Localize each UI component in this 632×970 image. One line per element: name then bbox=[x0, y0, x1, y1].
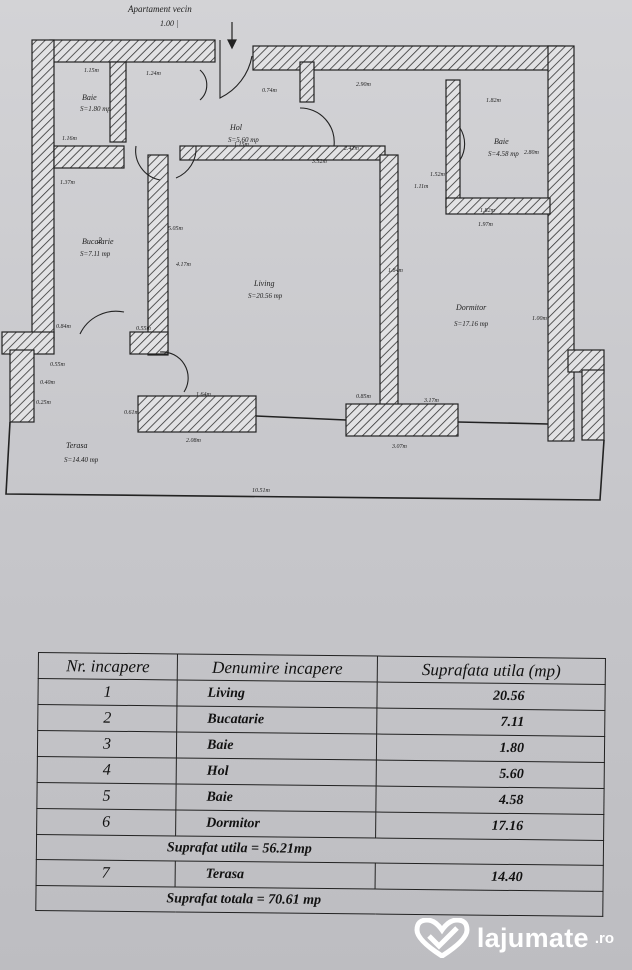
dimension-label: 1.64m bbox=[196, 391, 212, 398]
heart-check-icon bbox=[414, 918, 470, 958]
terrace-outline bbox=[5, 415, 605, 501]
dimension-label: 0.61m bbox=[124, 410, 140, 416]
cell-room-number: 5 bbox=[36, 782, 177, 810]
entrance-arrow bbox=[227, 22, 237, 50]
dimension-label: 1.82m bbox=[480, 208, 496, 214]
cell-room-number: 1 bbox=[37, 678, 178, 706]
cell-room-area: 7.11 bbox=[376, 708, 605, 737]
dimension-label: 1.97m bbox=[478, 222, 494, 228]
dimension-label: 1.00m bbox=[532, 316, 548, 322]
cell-summary: Suprafat totala = 70.61 mp bbox=[35, 885, 604, 917]
cell-room-area: 1.80 bbox=[376, 734, 605, 763]
room-name-baie1: Baie bbox=[82, 93, 97, 102]
cell-room-number: 6 bbox=[36, 808, 176, 836]
dimension-label: 3.07m bbox=[391, 444, 408, 450]
header-area: Suprafata utila (mp) bbox=[377, 656, 606, 685]
entrance-sub: 1.00 | bbox=[160, 19, 178, 28]
dimension-label: 1.52m bbox=[430, 172, 446, 178]
room-name-hol: Hol bbox=[229, 123, 243, 132]
cell-room-area: 4.58 bbox=[375, 786, 605, 815]
dimension-label: 4.17m bbox=[176, 261, 192, 268]
room-area-hol: S=5.60 mp bbox=[228, 136, 259, 144]
dimension-label: 2.90m bbox=[356, 82, 372, 88]
dimension-label: 5.05m bbox=[168, 226, 184, 232]
cell-room-name: Baie bbox=[175, 783, 377, 813]
cell-room-number: 4 bbox=[37, 756, 177, 784]
cell-room-name: Bucatarie bbox=[176, 705, 377, 735]
dimension-label: 0.74m bbox=[262, 87, 278, 94]
cell-room-number: 7 bbox=[36, 859, 176, 887]
dimension-label: 0.55m bbox=[50, 362, 66, 368]
dimension-label: 2.80m bbox=[524, 150, 540, 156]
dimension-label: 0.40m bbox=[40, 379, 56, 386]
room-name-living: Living bbox=[253, 279, 274, 288]
cell-room-name: Terasa bbox=[175, 860, 376, 890]
dimension-labels: 1.15m 1.16m 1.24m 0.74m 2.90m 1.82m 1.15… bbox=[36, 68, 548, 494]
entrance-label: Apartament vecin bbox=[127, 4, 192, 14]
cell-room-area: 5.60 bbox=[376, 760, 605, 789]
dimension-label: 10.51m bbox=[252, 488, 271, 494]
room-name-baie2: Baie bbox=[494, 137, 509, 146]
room-area-baie2: S=4.58 mp bbox=[488, 150, 519, 158]
cell-room-area: 20.56 bbox=[376, 682, 606, 711]
watermark-tld: .ro bbox=[594, 929, 614, 947]
floor-plan: Apartament vecin 1.00 | 2 Bucatarie S=7.… bbox=[1, 4, 605, 501]
walls bbox=[1, 39, 605, 442]
cell-room-name: Hol bbox=[176, 757, 377, 787]
room-area-living: S=20.56 mp bbox=[248, 292, 283, 300]
room-area-bucatarie: S=7.11 mp bbox=[80, 250, 111, 258]
room-area-table: Nr. incapere Denumire incapere Suprafata… bbox=[35, 652, 606, 917]
dimension-label: 1.84m bbox=[388, 267, 404, 274]
room-name-terasa: Terasa bbox=[66, 441, 88, 450]
header-nr: Nr. incapere bbox=[38, 652, 178, 680]
dimension-label: 1.24m bbox=[146, 70, 162, 77]
dimension-label: 0.25m bbox=[36, 400, 52, 406]
watermark-brand: lajumate bbox=[476, 922, 589, 953]
door-swings bbox=[79, 40, 466, 393]
total-row: Suprafat totala = 70.61 mp bbox=[35, 885, 604, 917]
dimension-label: 0.85m bbox=[356, 394, 372, 400]
cell-room-area: 14.40 bbox=[375, 863, 604, 892]
dimension-label: 0.55m bbox=[136, 326, 152, 332]
dimension-label: 2.08m bbox=[186, 438, 202, 444]
lajumate-watermark: lajumate .ro bbox=[413, 918, 614, 958]
room-name-bucatarie: Bucatarie bbox=[82, 237, 114, 246]
header-name: Denumire incapere bbox=[177, 653, 378, 683]
dimension-label: 3.52m bbox=[311, 159, 328, 165]
dimension-label: 1.11m bbox=[414, 184, 429, 190]
room-name-dormitor: Dormitor bbox=[455, 303, 487, 312]
room-area-dormitor: S=17.16 mp bbox=[454, 320, 489, 328]
cell-room-name: Living bbox=[176, 679, 378, 709]
dimension-label: 3.17m bbox=[423, 398, 440, 404]
dimension-label: 0.84m bbox=[56, 323, 72, 330]
cell-room-area: 17.16 bbox=[375, 812, 604, 841]
room-area-baie1: S=1.80 mp bbox=[80, 105, 111, 113]
dimension-label: 1.37m bbox=[60, 180, 76, 186]
room-area-terasa: S=14.40 mp bbox=[64, 456, 99, 464]
dimension-label: 1.15m bbox=[84, 68, 100, 74]
dimension-label: 2.41m bbox=[344, 145, 360, 152]
dimension-label: 1.16m bbox=[62, 136, 78, 142]
cell-room-number: 2 bbox=[37, 704, 177, 732]
cell-room-name: Baie bbox=[176, 731, 377, 761]
dimension-label: 1.15m bbox=[234, 142, 250, 148]
cell-room-number: 3 bbox=[37, 730, 177, 758]
room-number-bucatarie: 2 bbox=[98, 236, 102, 245]
dimension-label: 1.82m bbox=[486, 98, 502, 104]
cell-room-name: Dormitor bbox=[175, 809, 376, 839]
